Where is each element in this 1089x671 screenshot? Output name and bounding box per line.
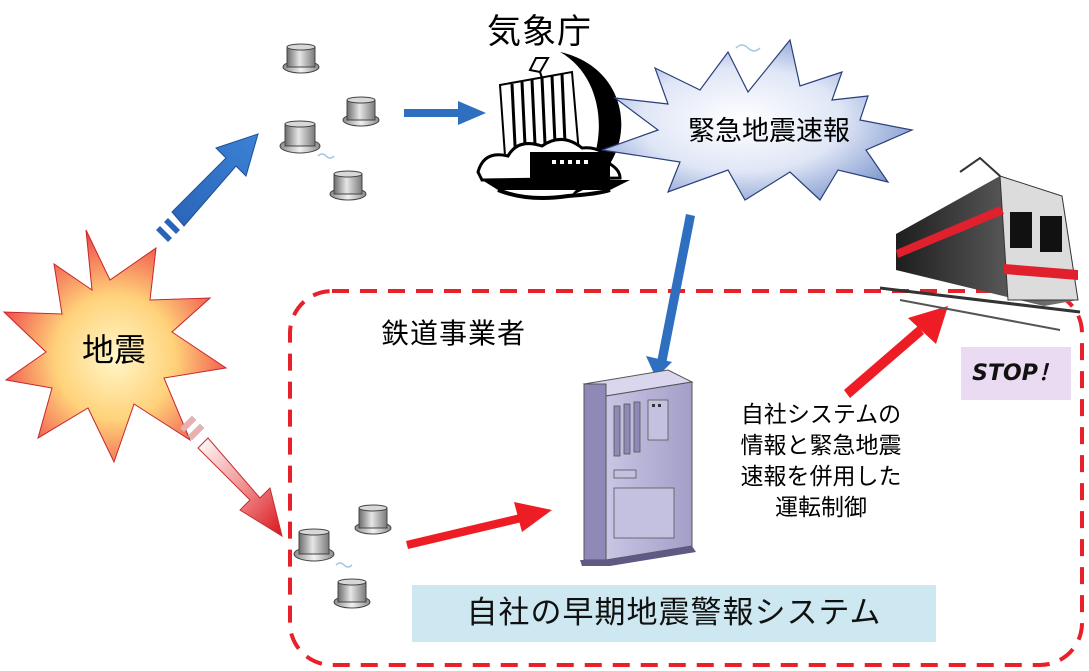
seismometer-group-lower	[293, 504, 392, 609]
stop-badge: STOP！	[961, 347, 1071, 400]
earthquake-label: 地震	[82, 331, 147, 369]
blue-arrow-sensors-to-jma	[404, 101, 486, 125]
railway-operator-label: 鉄道事業者	[381, 317, 527, 350]
seismometer-icon	[293, 528, 335, 562]
seismometer-icon	[329, 170, 367, 201]
seismometer-group-upper	[279, 43, 380, 201]
red-arrow-control-to-train	[844, 306, 948, 398]
operation-control-label: 自社システムの 情報と緊急地震 速報を併用した 運転制御	[740, 402, 902, 521]
wave-icon	[317, 153, 335, 159]
operator-boundary	[288, 289, 1084, 667]
seismometer-icon	[354, 504, 392, 535]
server-icon	[580, 369, 696, 566]
seismometer-icon	[282, 43, 320, 74]
seismometer-icon	[333, 578, 371, 609]
seismometer-icon	[342, 96, 380, 127]
blue-arrow-eew-to-server	[646, 214, 695, 378]
own-warning-system-banner: 自社の早期地震警報システム	[412, 585, 936, 642]
red-arrow-sensors-to-server	[406, 502, 552, 549]
stop-label: STOP！	[972, 361, 1060, 386]
seismometer-icon	[279, 120, 321, 154]
wave-icon	[335, 562, 353, 568]
blue-arrow-quake-to-sensors	[156, 133, 259, 242]
jma-label: 気象庁	[487, 12, 592, 52]
train-icon	[879, 156, 1081, 331]
eew-label: 緊急地震速報	[688, 116, 850, 147]
jma-building-icon	[476, 52, 630, 200]
earthquake-burst-icon	[2, 229, 228, 464]
own-warning-system-label: 自社の早期地震警報システム	[466, 595, 882, 631]
red-arrow-quake-to-sensors	[179, 415, 283, 538]
wave-icon	[735, 44, 761, 52]
eew-burst-icon	[601, 38, 915, 201]
